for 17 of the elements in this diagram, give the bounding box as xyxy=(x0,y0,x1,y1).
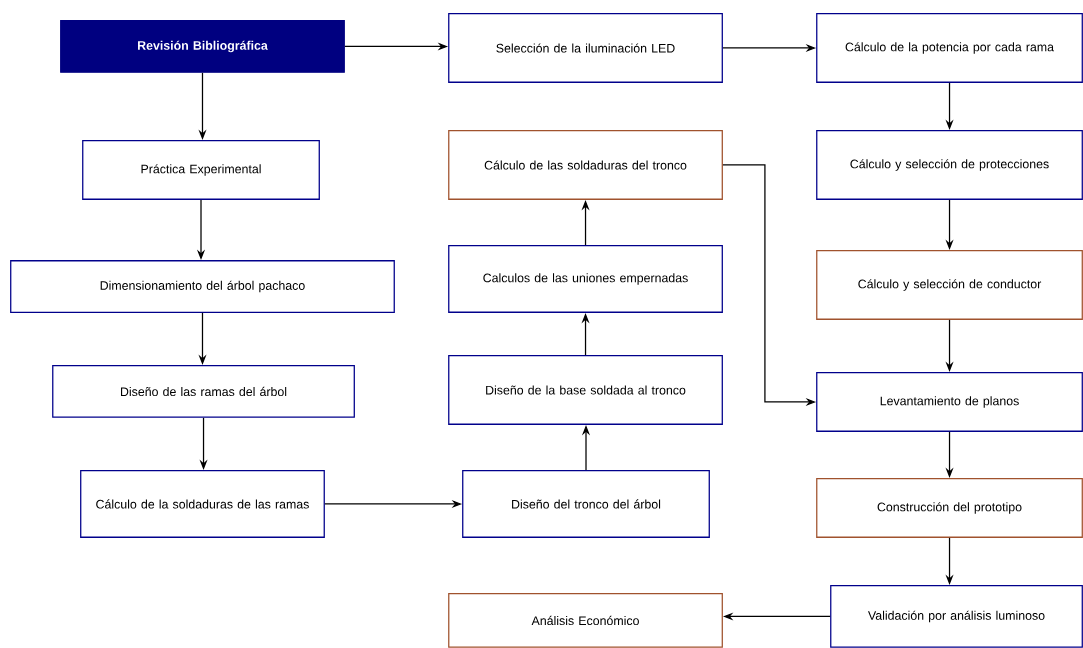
process-box: Cálculo y selección de conductor xyxy=(816,250,1083,320)
process-box: Selección de la iluminación LED xyxy=(448,13,723,83)
process-box: Levantamiento de planos xyxy=(816,372,1083,432)
process-box: Cálculo de la soldaduras de las ramas xyxy=(80,470,325,538)
process-box: Cálculo y selección de protecciones xyxy=(816,130,1083,200)
title-box: Revisión Bibliográfica xyxy=(60,20,345,73)
process-box: Diseño del tronco del árbol xyxy=(462,470,710,538)
process-box: Diseño de la base soldada al tronco xyxy=(448,355,723,425)
process-box: Calculos de las uniones empernadas xyxy=(448,245,723,313)
process-box: Cálculo de las soldaduras del tronco xyxy=(448,130,723,200)
process-box: Análisis Económico xyxy=(448,593,723,648)
process-box: Cálculo de la potencia por cada rama xyxy=(816,13,1083,83)
process-box: Construcción del prototipo xyxy=(816,478,1083,538)
process-box: Dimensionamiento del árbol pachaco xyxy=(10,260,395,313)
process-box: Práctica Experimental xyxy=(82,140,320,200)
process-box: Validación por análisis luminoso xyxy=(830,585,1083,648)
process-box: Diseño de las ramas del árbol xyxy=(52,365,355,418)
